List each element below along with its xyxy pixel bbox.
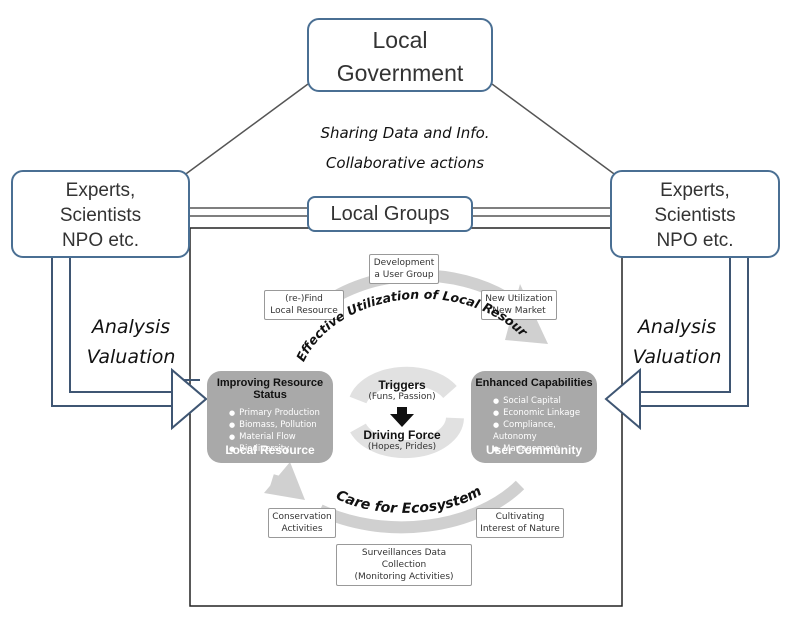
government-line1: Local bbox=[372, 27, 428, 53]
development-box: Development a User Group bbox=[369, 254, 439, 284]
experts-right-box: Experts, Scientists NPO etc. bbox=[610, 170, 780, 258]
list-item: Biomass, Pollution bbox=[229, 419, 333, 431]
surveillance-line1: Surveillances Data Collection bbox=[361, 548, 447, 570]
user-community-heading: Enhanced Capabilities bbox=[475, 377, 593, 389]
cultivating-line1: Cultivating bbox=[495, 512, 545, 522]
driving-force-label: Driving Force (Hopes, Prides) bbox=[352, 428, 452, 452]
list-item: Social Capital bbox=[493, 395, 597, 407]
analysis-right-line2: Valuation bbox=[632, 346, 722, 368]
user-community-footer: User Community bbox=[485, 443, 583, 457]
effective-utilization-text: Effective Utilization of Local Resource bbox=[0, 0, 531, 364]
refind-line2: Local Resource bbox=[270, 306, 338, 316]
surveillance-line2: (Monitoring Activities) bbox=[354, 572, 454, 582]
analysis-left-line2: Valuation bbox=[86, 346, 176, 368]
experts-right-line2: Scientists bbox=[654, 205, 736, 226]
user-community-list: Social Capital Economic Linkage Complian… bbox=[493, 395, 597, 455]
local-resource-list: Primary Production Biomass, Pollution Ma… bbox=[229, 407, 333, 455]
local-government-box: Local Government bbox=[307, 18, 493, 92]
experts-left-line3: NPO etc. bbox=[61, 230, 140, 251]
list-item: Compliance, Autonomy bbox=[493, 419, 597, 443]
local-resource-heading: Improving Resource Status bbox=[216, 377, 324, 401]
refind-box: (re-)Find Local Resource bbox=[264, 290, 344, 320]
driving-force-subtitle: (Hopes, Prides) bbox=[367, 442, 437, 452]
list-item: Biodiversity bbox=[229, 443, 333, 455]
conservation-line1: Conservation bbox=[272, 512, 332, 522]
new-utilization-box: New Utilization New Market bbox=[481, 290, 557, 320]
list-item: Material Flow bbox=[229, 431, 333, 443]
conservation-line2: Activities bbox=[281, 524, 323, 534]
local-groups-box: Local Groups bbox=[307, 196, 473, 232]
experts-right-line3: NPO etc. bbox=[656, 230, 734, 251]
experts-left-line1: Experts, bbox=[65, 180, 136, 201]
government-line2: Government bbox=[336, 60, 464, 86]
list-item: Primary Production bbox=[229, 407, 333, 419]
sharing-line1: Sharing Data and Info. bbox=[320, 124, 490, 142]
list-item: Economic Linkage bbox=[493, 407, 597, 419]
analysis-right: Analysis Valuation bbox=[622, 312, 732, 372]
cultivating-box: Cultivating Interest of Nature bbox=[476, 508, 564, 538]
analysis-left-line1: Analysis bbox=[91, 316, 171, 338]
development-line1: Development bbox=[373, 258, 435, 268]
sharing-text: Sharing Data and Info. Collaborative act… bbox=[290, 118, 520, 178]
user-community-box: Enhanced Capabilities Social Capital Eco… bbox=[471, 371, 597, 463]
driving-force-title: Driving Force bbox=[363, 428, 441, 442]
triggers-label: Triggers (Funs, Passion) bbox=[352, 378, 452, 402]
experts-left-box: Experts, Scientists NPO etc. bbox=[11, 170, 190, 258]
triggers-title: Triggers bbox=[378, 378, 426, 392]
triggers-subtitle: (Funs, Passion) bbox=[368, 392, 436, 402]
local-resource-box: Improving Resource Status Primary Produc… bbox=[207, 371, 333, 463]
surveillance-box: Surveillances Data Collection (Monitorin… bbox=[336, 544, 472, 586]
development-line2: a User Group bbox=[374, 270, 434, 280]
list-item: Management bbox=[493, 443, 597, 455]
local-groups-label: Local Groups bbox=[330, 203, 450, 225]
analysis-right-line1: Analysis bbox=[637, 316, 717, 338]
conservation-box: Conservation Activities bbox=[268, 508, 336, 538]
refind-line1: (re-)Find bbox=[285, 294, 323, 304]
local-resource-footer: Local Resource bbox=[225, 443, 315, 457]
sharing-line2: Collaborative actions bbox=[325, 154, 485, 172]
new-utilization-line2: New Market bbox=[492, 306, 546, 316]
experts-right-line1: Experts, bbox=[660, 180, 730, 201]
experts-left-line2: Scientists bbox=[59, 205, 142, 226]
analysis-left: Analysis Valuation bbox=[76, 312, 186, 372]
cultivating-line2: Interest of Nature bbox=[480, 524, 560, 534]
new-utilization-line1: New Utilization bbox=[485, 294, 553, 304]
